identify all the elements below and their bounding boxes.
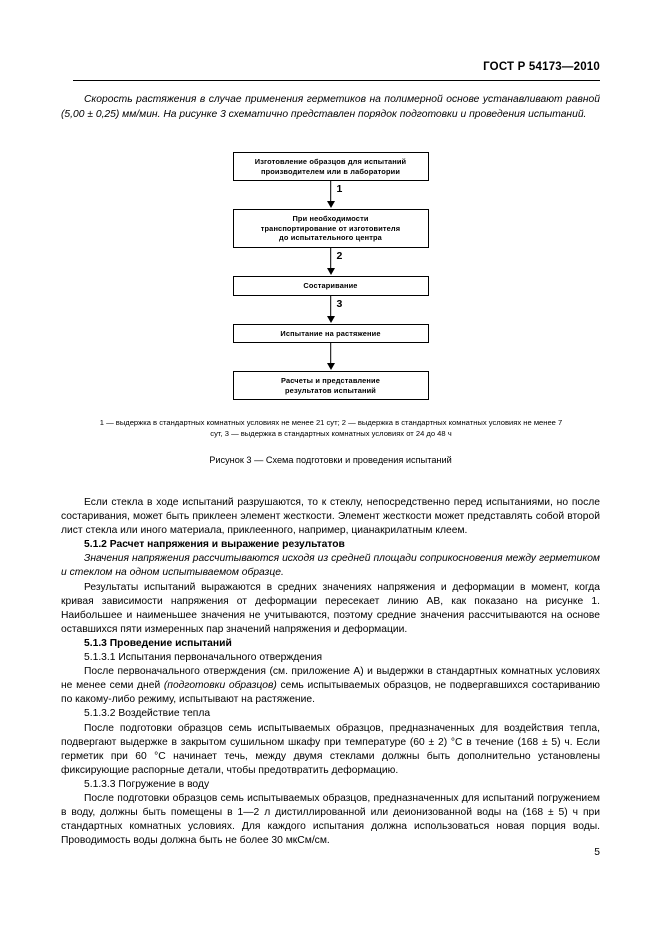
paragraph-heat-exposure: После подготовки образцов семь испытывае…: [61, 722, 600, 776]
header-divider: [73, 80, 600, 81]
arrow-head-icon-3: [326, 315, 335, 323]
flow-box-4: Испытание на растяжение: [232, 323, 429, 344]
flow-connector-3-label: 3: [336, 297, 343, 310]
heading-5-1-3: 5.1.3 Проведение испытаний: [84, 637, 232, 649]
standard-number: ГОСТ Р 54173—2010: [483, 61, 600, 73]
flow-box-4-line-1: Испытание на растяжение: [280, 328, 381, 338]
arrow-head-icon-1: [326, 201, 335, 209]
figure-notes: 1 — выдержка в стандартных комнатных усл…: [99, 418, 563, 438]
page-header: ГОСТ Р 54173—2010: [0, 61, 661, 73]
paragraph-initial-curing: После первоначального отверждения (см. п…: [61, 665, 600, 707]
arrow-head-icon-4: [326, 363, 335, 371]
arrow-stem-2: [329, 247, 331, 269]
flow-box-2-line-2: транспортирование от изготовителя: [260, 223, 401, 233]
flow-box-1-line-2: производителем или в лаборатории: [260, 166, 401, 176]
flow-connector-3: 3: [233, 295, 429, 324]
paragraph-initial-curing-part1: После первоначального отверждения (см. п…: [61, 666, 600, 692]
flow-box-1: Изготовление образцов для испытаний прои…: [232, 152, 429, 182]
heading-5-1-3-1: 5.1.3.1 Испытания первоначального отверж…: [84, 652, 323, 664]
intro-section: Скорость растяжения в случае применения …: [61, 93, 600, 122]
paragraph-initial-curing-italic: (подготовки образцов): [163, 680, 277, 692]
flow-connector-4: [233, 343, 429, 371]
flow-connector-1: 1: [233, 181, 429, 209]
flow-box-5-line-1: Расчеты и представление: [281, 376, 380, 386]
heading-5-1-3-3: 5.1.3.3 Погружение в воду: [84, 778, 210, 790]
body-content: Если стекла в ходе испытаний разрушаются…: [61, 496, 600, 848]
flow-box-2-line-1: При необходимости: [292, 214, 369, 224]
flow-connector-2-label: 2: [336, 249, 343, 262]
flowchart: Изготовление образцов для испытаний прои…: [232, 152, 429, 401]
figure-3: Изготовление образцов для испытаний прои…: [0, 152, 661, 401]
heading-5-1-3-2: 5.1.3.2 Воздействие тепла: [84, 708, 211, 720]
paragraph-glass-rigidity: Если стекла в ходе испытаний разрушаются…: [61, 497, 600, 537]
heading-5-1-2: 5.1.2 Расчет напряжения и выражение резу…: [84, 539, 345, 551]
page-number: 5: [594, 847, 600, 858]
intro-paragraph: Скорость растяжения в случае применения …: [61, 94, 600, 120]
paragraph-water-immersion: После подготовки образцов семь испытывае…: [61, 792, 600, 847]
flow-box-3: Состаривание: [232, 275, 429, 296]
flow-box-3-line-1: Состаривание: [303, 280, 358, 290]
flow-box-5-line-2: результатов испытаний: [285, 385, 376, 395]
flow-box-1-line-1: Изготовление образцов для испытаний: [254, 157, 407, 166]
paragraph-stress-calculation: Значения напряжения рассчитываются исход…: [61, 553, 600, 579]
figure-caption: Рисунок 3 — Схема подготовки и проведени…: [209, 455, 452, 465]
paragraph-initial-curing-part2: семь испытываемых образцов, не подвергав…: [61, 680, 600, 706]
paragraph-test-results: Результаты испытаний выражаются в средни…: [61, 581, 600, 635]
flow-box-2: При необходимости транспортирование от и…: [232, 209, 429, 248]
flow-connector-2: 2: [233, 247, 429, 276]
arrow-head-icon-2: [326, 267, 335, 275]
flow-box-5: Расчеты и представление результатов испы…: [232, 371, 429, 401]
flow-connector-1-label: 1: [336, 183, 343, 196]
arrow-stem-3: [329, 295, 331, 317]
arrow-stem-4: [329, 343, 331, 365]
arrow-stem-1: [329, 181, 331, 203]
flow-box-2-line-3: до испытательного центра: [279, 233, 382, 243]
